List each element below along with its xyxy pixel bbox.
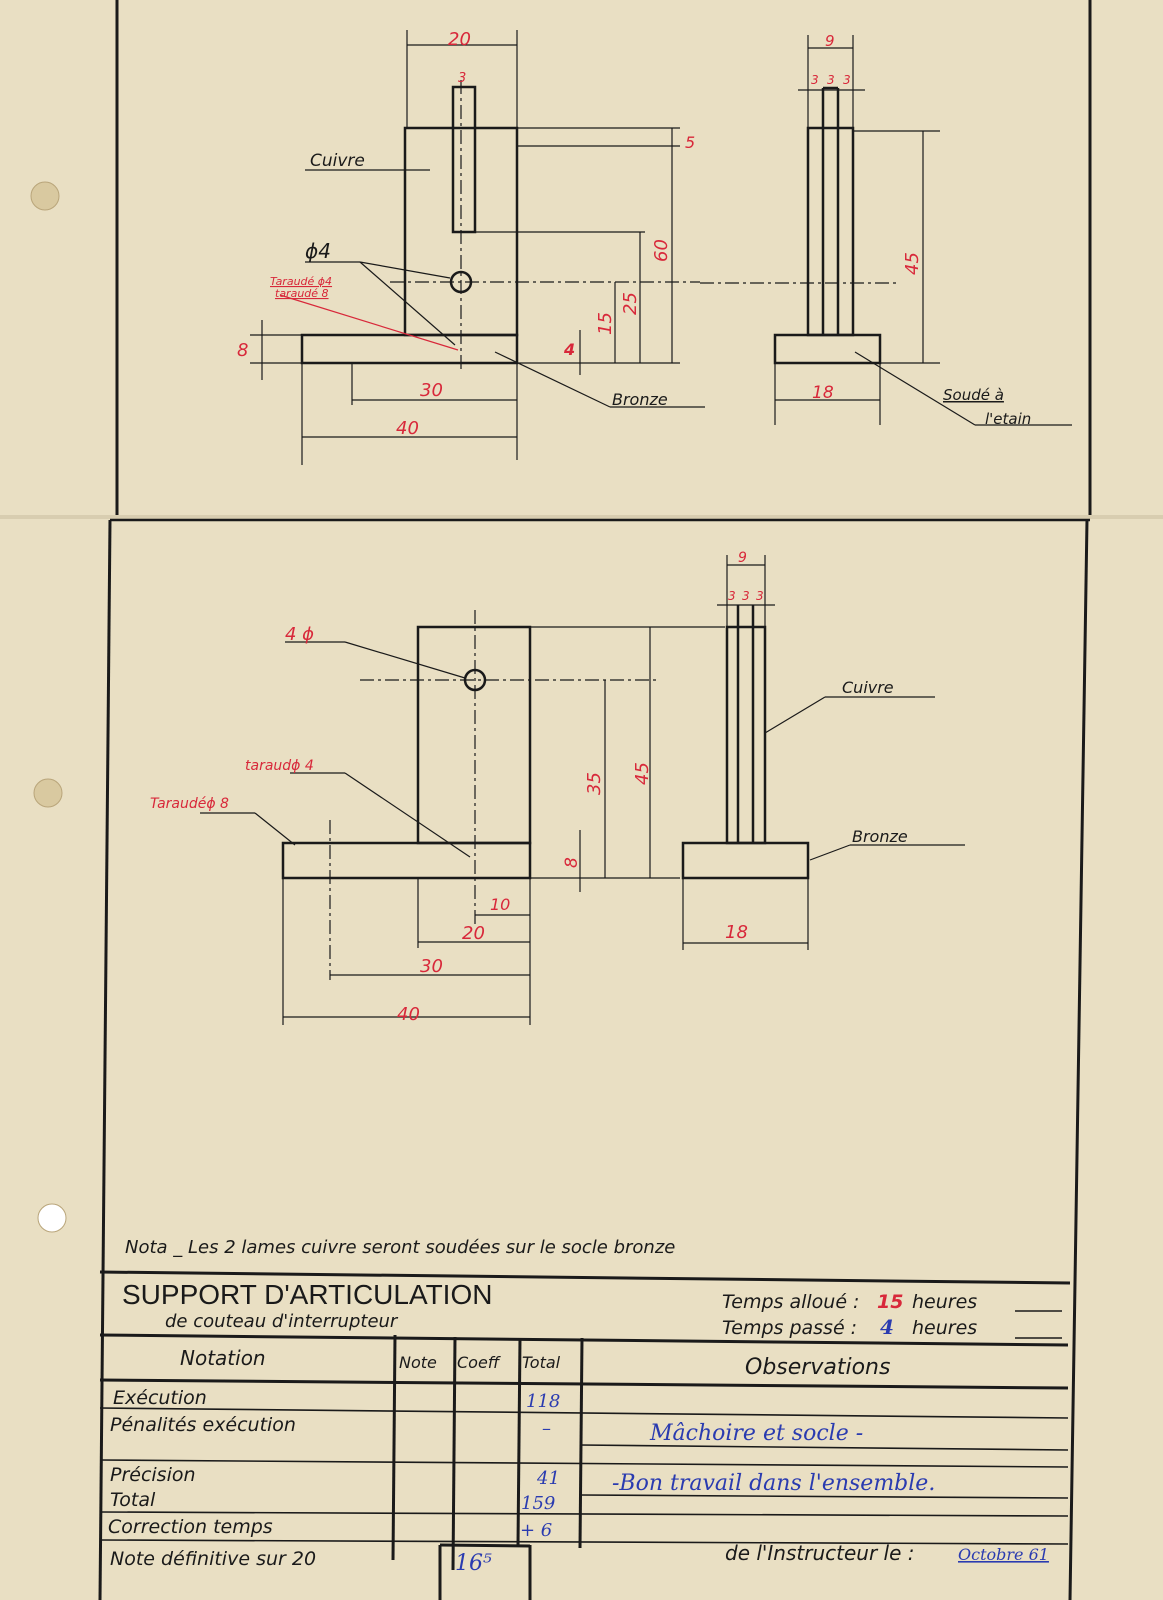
dimension-label: 20: [448, 29, 471, 50]
dimension-label: 40: [397, 1004, 420, 1025]
dimension-label: 45: [632, 762, 653, 785]
top-side-view: 9 3 3 3 45 18 Soudé à l'etain: [700, 32, 1072, 428]
row-label: Précision: [110, 1464, 196, 1486]
row-label: Correction temps: [108, 1516, 273, 1538]
time-allowed-label: Temps alloué :: [722, 1291, 859, 1313]
time-spent-value: 4: [880, 1315, 894, 1339]
material-label: Bronze: [852, 827, 908, 846]
observation-text: Mâchoire et socle -: [649, 1421, 863, 1446]
header-observations: Observations: [745, 1355, 890, 1380]
dimension-label: 8: [562, 857, 582, 868]
dimension-label: 3: [756, 589, 764, 603]
dimension-label: 5: [685, 133, 695, 152]
header-notation: Notation: [180, 1346, 266, 1370]
fold-line: [0, 515, 1163, 519]
dimension-label: 30: [420, 380, 443, 401]
header-total: Total: [522, 1353, 561, 1372]
dimension-label: 9: [738, 550, 747, 566]
dimension-label: 20: [462, 923, 485, 944]
hours-label: heures: [912, 1317, 977, 1339]
dimension-label: 40: [396, 418, 419, 439]
dimension-label: 3: [458, 71, 466, 86]
dimension-label: 45: [902, 252, 923, 275]
row-total: –: [542, 1418, 551, 1439]
observation-text: -Bon travail dans l'ensemble.: [612, 1471, 935, 1496]
drawing-subtitle: de couteau d'interrupteur: [165, 1311, 399, 1332]
row-label: Exécution: [113, 1387, 207, 1409]
drawing-title: SUPPORT D'ARTICULATION: [122, 1279, 492, 1310]
dimension-label: 3: [728, 589, 736, 603]
dimension-label: 8: [237, 340, 248, 361]
dimension-label: 30: [420, 956, 443, 977]
dimension-label: 15: [595, 312, 616, 335]
dimension-label: 18: [725, 922, 748, 943]
correction-note: taraudé 8: [275, 287, 329, 300]
dimension-label: 60: [651, 239, 672, 262]
row-total: + 6: [520, 1520, 552, 1541]
margin-line: [98, 519, 112, 1600]
instructor-label: de l'Instructeur le :: [725, 1541, 915, 1565]
dimension-label: 3: [811, 73, 819, 87]
annotation-label: Soudé à: [943, 386, 1004, 404]
material-label: Cuivre: [310, 151, 365, 171]
header-note: Note: [399, 1353, 437, 1372]
punch-hole: [33, 778, 63, 808]
top-front-view: 20 3 5 60 25 15 4 8 30 40 Cuivre ϕ4 Tara…: [237, 29, 705, 465]
row-label: Total: [110, 1489, 156, 1511]
final-grade-value: 16⁵: [455, 1551, 492, 1576]
hole-label: 4 ϕ: [285, 624, 314, 645]
time-allowed-value: 15: [877, 1291, 903, 1313]
material-label: Cuivre: [842, 678, 894, 697]
punch-hole: [30, 181, 60, 211]
dimension-label: 3: [843, 73, 851, 87]
dimension-label: 18: [812, 383, 834, 403]
dimension-label: 25: [620, 292, 641, 315]
annotation-label: taraudϕ 4: [245, 758, 314, 774]
instructor-date: Octobre 61: [958, 1545, 1049, 1564]
title-block: SUPPORT D'ARTICULATION de couteau d'inte…: [99, 1270, 1071, 1600]
correction-note: Taraudé ϕ4: [270, 275, 332, 288]
dimension-label: 3: [827, 73, 835, 87]
dimension-label: 10: [490, 895, 510, 914]
punch-hole: [37, 1203, 67, 1233]
bottom-front-view: 4 ϕ taraudϕ 4 Taraudéϕ 8 35 45 8 10 20 3…: [150, 610, 725, 1025]
row-total: 41: [536, 1468, 560, 1489]
nota-text: Nota _ Les 2 lames cuivre seront soudées…: [125, 1237, 675, 1258]
hours-label: heures: [912, 1291, 977, 1313]
annotation-label: l'etain: [985, 410, 1031, 428]
material-label: Bronze: [612, 390, 668, 409]
dimension-label: 9: [825, 32, 835, 50]
final-grade-label: Note définitive sur 20: [110, 1548, 316, 1570]
hole-label: ϕ4: [305, 239, 331, 263]
dimension-label: 4: [563, 340, 575, 359]
row-total: 159: [521, 1493, 555, 1514]
row-total: 118: [526, 1391, 560, 1412]
row-label: Pénalités exécution: [110, 1414, 296, 1436]
border-line: [1068, 519, 1089, 1600]
bottom-side-view: 9 3 3 3 Cuivre Bronze 18: [681, 550, 965, 950]
annotation-label: Taraudéϕ 8: [150, 796, 229, 812]
header-coeff: Coeff: [457, 1353, 502, 1372]
time-spent-label: Temps passé :: [722, 1317, 857, 1339]
dimension-label: 3: [742, 589, 750, 603]
dimension-label: 35: [584, 772, 605, 795]
